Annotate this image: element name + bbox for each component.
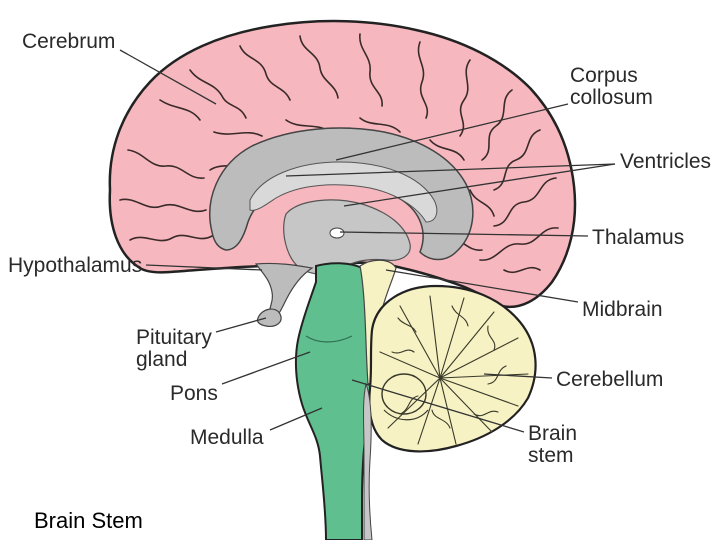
leader-pituitary [215,317,267,333]
label-cerebellum: Cerebellum [556,368,663,391]
cerebrum-folds [119,33,559,274]
brainstem-region [294,262,373,540]
pons-fold [305,335,353,343]
pituitary-gland-shape [256,308,282,327]
label-brainstem-line1: Brain [528,422,577,445]
leader-corpus [335,103,569,161]
label-midbrain: Midbrain [582,298,663,321]
label-pituitary-line1: Pituitary [136,326,212,349]
label-ventricles: Ventricles [620,150,711,173]
leader-ventricles-2 [343,163,616,207]
leader-cerebellum [483,373,553,379]
medulla-strip [363,382,373,540]
leader-ventricles-1 [285,163,616,177]
leader-pons [221,351,311,385]
leader-thalamus [339,231,589,237]
label-cerebrum: Cerebrum [22,30,115,53]
leader-midbrain [385,269,579,303]
label-pituitary-line2: gland [136,348,187,371]
label-brainstem-line2: stem [528,444,574,467]
leader-brainstem [351,379,525,433]
leader-lines [119,49,616,433]
label-thalamus: Thalamus [592,226,684,249]
label-medulla: Medulla [190,426,264,449]
leader-medulla [269,407,323,431]
ventricle-region [249,161,438,223]
label-hypothalamus: Hypothalamus [8,254,142,277]
leader-cerebrum [119,49,217,105]
corpus-callosum-region [209,127,474,261]
hypothalamus-region [254,262,314,319]
caption-text: Brain Stem [34,508,143,533]
label-corpus-line2: collosum [570,86,653,109]
label-corpus-line1: Corpus [570,64,638,87]
label-pons: Pons [170,382,218,405]
leader-hypothalamus [145,264,263,271]
thalamus-mark [329,227,345,239]
cerebellum-region [368,284,537,453]
